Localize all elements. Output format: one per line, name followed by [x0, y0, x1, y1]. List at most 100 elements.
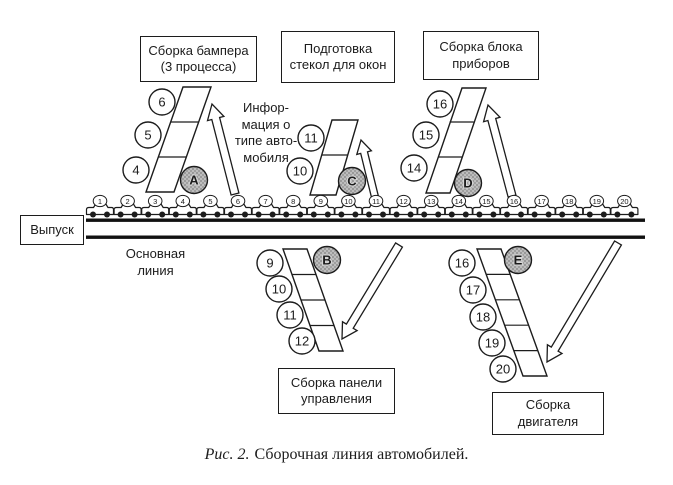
station-b-feed-arrow [341, 242, 404, 341]
car-wheel [366, 211, 372, 218]
car-wheel [172, 211, 179, 218]
car-number-badge [479, 194, 494, 208]
car-icon: 11 [361, 194, 391, 218]
car-wheel [586, 211, 593, 218]
car-wheel [407, 211, 414, 218]
car-number-badge [423, 194, 439, 208]
car-number-badge [120, 194, 135, 208]
car-icon: 10 [334, 194, 363, 218]
step-circle [122, 156, 150, 184]
car-wheel [462, 211, 469, 218]
station-c-marker [337, 166, 367, 196]
car-wheel [159, 211, 166, 218]
car-number: 4 [181, 197, 185, 206]
figure-caption: Рис. 2.Сборочная линия автомобилей. [0, 446, 673, 464]
station-b-letter: B [322, 253, 331, 268]
step-circle [286, 157, 314, 185]
car-wheel [435, 211, 442, 218]
car-number-badge [203, 194, 218, 208]
car-number-badge [175, 194, 191, 208]
car-icon: 15 [472, 194, 501, 218]
car-wheel [490, 211, 497, 218]
station-d-feed-arrow [482, 103, 517, 198]
station-a-feed-arrow [206, 102, 240, 196]
car-wheel [324, 211, 331, 218]
station-b-marker [312, 245, 342, 275]
car-wheel [338, 211, 345, 218]
car-number-badge [589, 194, 605, 208]
car-wheel [545, 211, 552, 218]
car-number: 15 [482, 197, 490, 206]
car-number-badge [230, 194, 246, 208]
station-d-letter: D [463, 176, 472, 191]
car-number-badge [396, 194, 411, 208]
car-icon: 14 [444, 194, 473, 218]
main-line-bottom [86, 235, 645, 239]
caption-text: Сборочная линия автомобилей. [254, 446, 469, 463]
car-wheel [448, 211, 455, 218]
station-c-letter: C [347, 174, 357, 189]
step-circle [276, 301, 304, 329]
station-d-marker [453, 168, 483, 198]
main-line-label: Основная линия [125, 246, 186, 278]
step-circle [148, 88, 176, 116]
step-number: 17 [466, 283, 480, 298]
car-icon: 19 [582, 194, 611, 218]
car-number-badge [341, 194, 356, 208]
car-wheel [504, 211, 510, 218]
car-number-badge [561, 194, 577, 208]
station-c: 11 10 C [286, 119, 380, 199]
car-icon: 16 [499, 194, 529, 218]
car-wheel [90, 211, 96, 218]
step-number: 14 [407, 161, 421, 176]
step-number: 18 [476, 310, 490, 325]
car-icon: 8 [279, 194, 308, 218]
step-number: 6 [158, 95, 165, 110]
car-wheel [200, 211, 207, 218]
car-icon: 3 [141, 194, 170, 218]
step-number: 11 [283, 308, 297, 323]
car-wheel [352, 211, 359, 218]
car-wheel [476, 211, 483, 218]
car-icon: 12 [389, 194, 418, 218]
car-wheel [600, 211, 607, 218]
car-number: 6 [236, 197, 240, 206]
car-wheel [518, 211, 524, 218]
car-wheel [297, 211, 304, 218]
car-number: 16 [510, 197, 518, 206]
step-circle [459, 276, 487, 304]
car-wheel [421, 211, 428, 218]
step-circle [400, 154, 428, 182]
box-bumper-assembly: Сборка бампера (3 процесса) [140, 36, 257, 82]
car-wheel [186, 211, 193, 218]
car-wheel [628, 211, 635, 218]
box-panel-assembly: Сборка панели управления [278, 368, 395, 414]
car-number-badge [617, 194, 632, 208]
car-number: 12 [399, 197, 407, 206]
station-b: 9 10 11 12 B [256, 242, 404, 355]
car-wheel [559, 211, 566, 218]
car-wheel [228, 211, 234, 218]
car-number-badge [506, 194, 522, 208]
step-number: 12 [295, 334, 309, 349]
car-number: 8 [291, 197, 295, 206]
step-circle [412, 121, 440, 149]
car-wheel [283, 211, 290, 218]
step-number: 4 [132, 163, 139, 178]
car-icon: 9 [306, 194, 335, 218]
car-wheel [255, 211, 262, 218]
car-number-badge [534, 194, 549, 208]
step-circle [288, 327, 316, 355]
station-e-band [476, 248, 548, 377]
car-number: 18 [565, 197, 573, 206]
station-d-band [425, 87, 487, 194]
car-wheel [145, 211, 152, 218]
station-d: 16 15 14 D [400, 87, 517, 198]
step-number: 11 [304, 131, 318, 146]
car-number: 3 [153, 197, 157, 206]
car-wheel [573, 211, 580, 218]
car-wheel [380, 211, 386, 218]
step-circle [265, 275, 293, 303]
car-wheel [531, 211, 538, 218]
